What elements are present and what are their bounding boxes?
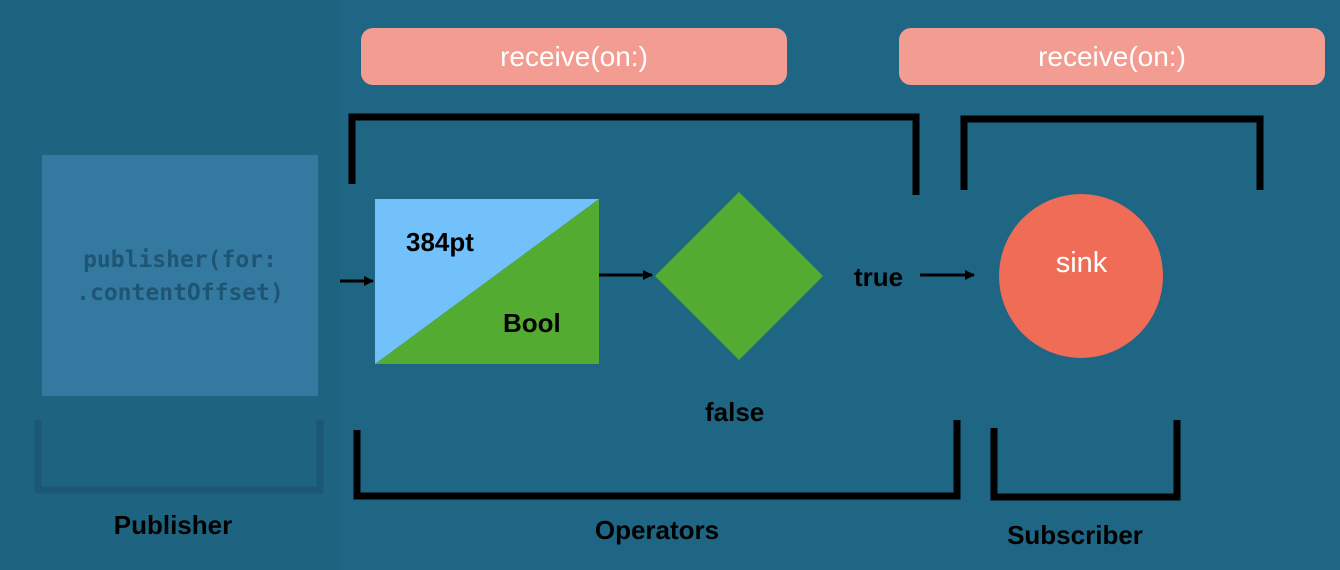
operators-receive-on-pill: receive(on:) xyxy=(361,28,787,85)
map-output-triangle xyxy=(375,199,599,364)
operators-top-bracket xyxy=(348,113,920,195)
filter-false-label: false xyxy=(705,397,765,427)
map-output-label: Bool xyxy=(503,308,561,338)
sink-label: sink xyxy=(1055,247,1108,279)
publisher-caption: Publisher xyxy=(113,510,233,540)
map-input-label: 384pt xyxy=(406,227,474,257)
sink-circle xyxy=(999,194,1163,358)
subscriber-receive-on-pill: receive(on:) xyxy=(899,28,1325,85)
filter-true-label: true xyxy=(854,262,904,292)
subscriber-bottom-bracket xyxy=(990,420,1181,501)
publisher-code-line-2: .contentOffset) xyxy=(76,280,284,306)
publisher-code: publisher(for: .contentOffset) xyxy=(42,244,318,310)
publisher-bracket xyxy=(34,420,324,494)
publisher-box xyxy=(42,155,318,396)
operators-receive-on-label: receive(on:) xyxy=(500,40,648,72)
subscriber-top-bracket xyxy=(960,115,1264,190)
operators-bottom-bracket xyxy=(353,420,961,500)
operators-caption: Operators xyxy=(594,515,720,545)
subscriber-caption: Subscriber xyxy=(1007,520,1143,550)
publisher-code-line-1: publisher(for: xyxy=(83,247,277,273)
subscriber-receive-on-label: receive(on:) xyxy=(1038,40,1186,72)
filter-diamond xyxy=(655,192,823,360)
